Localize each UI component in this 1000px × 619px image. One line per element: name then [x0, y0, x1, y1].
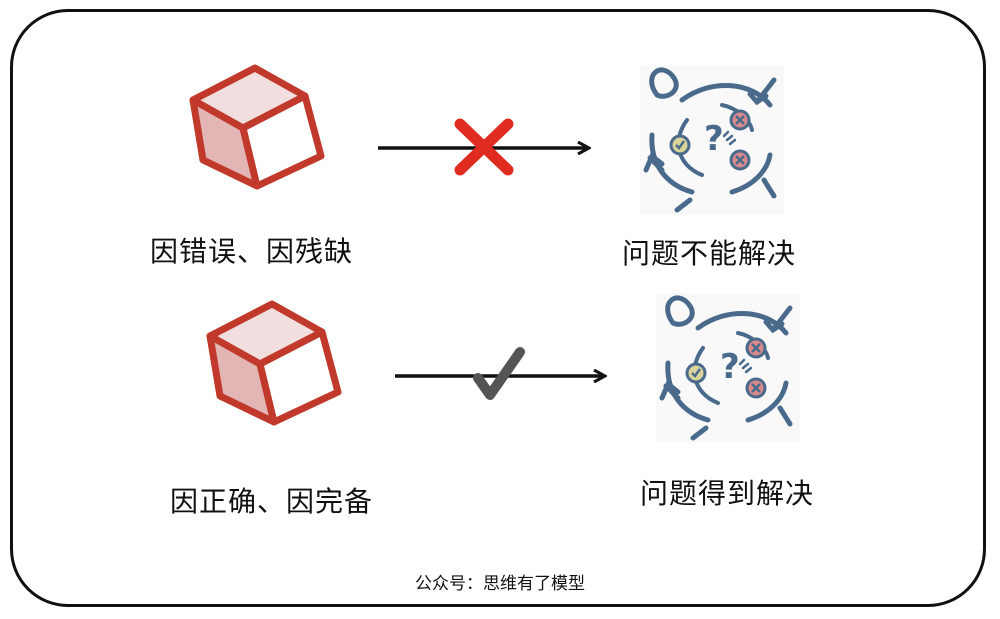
footer-caption: 公众号：思维有了模型	[415, 574, 585, 594]
result-label-solved: 问题得到解决	[640, 477, 815, 510]
cube-icon-correct	[210, 304, 338, 422]
cross-mark-icon	[454, 118, 514, 176]
cube-icon-error	[193, 68, 321, 186]
cause-label-error: 因错误、因残缺	[150, 235, 354, 268]
diagram-frame	[10, 9, 986, 607]
problem-solved-icon	[656, 293, 800, 443]
check-mark-icon	[473, 347, 525, 400]
cause-label-correct: 因正确、因完备	[170, 485, 374, 518]
result-label-unsolved: 问题不能解决	[622, 237, 797, 270]
problem-unsolved-icon	[640, 65, 784, 215]
